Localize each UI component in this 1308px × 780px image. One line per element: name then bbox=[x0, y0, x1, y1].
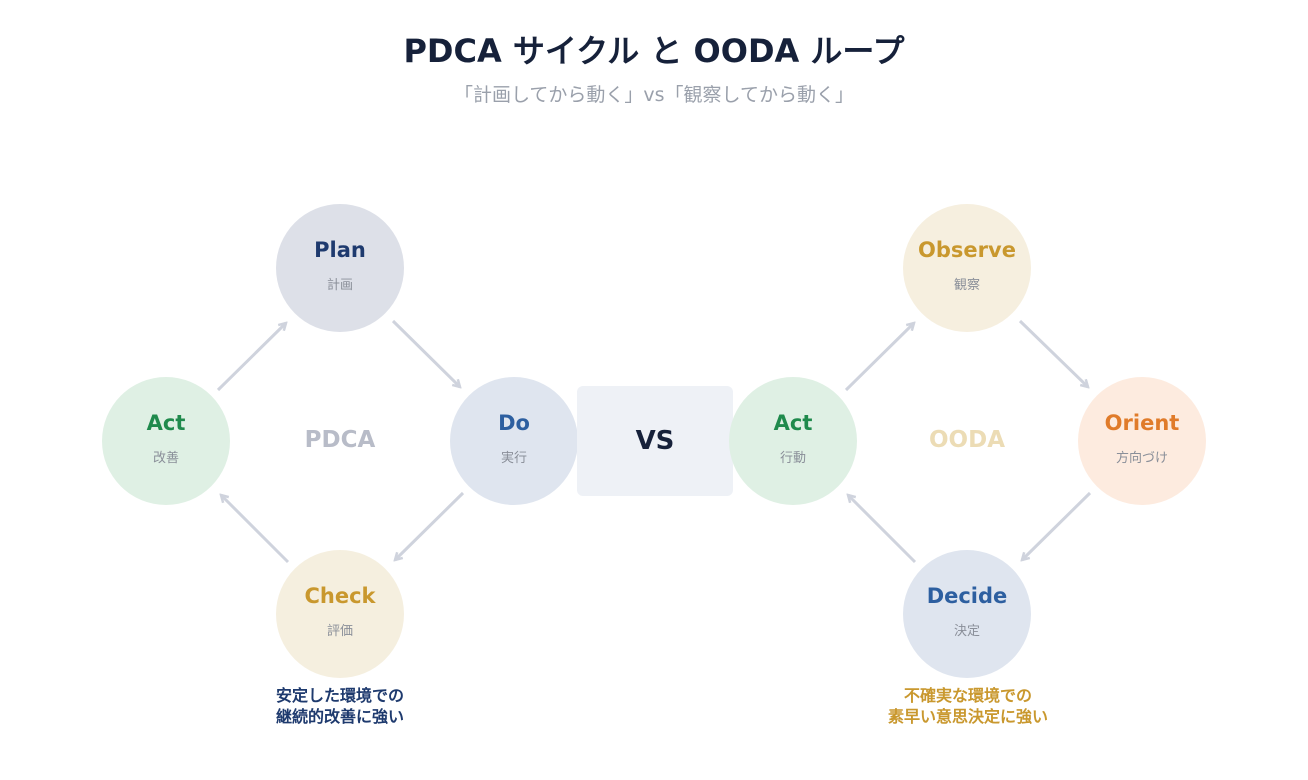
node-subtitle: 観察 bbox=[953, 278, 980, 293]
ooda-node-observe: Observe 観察 bbox=[903, 204, 1031, 332]
arrow-orient-decide bbox=[1022, 491, 1092, 560]
ooda-node-orient: Orient 方向づけ bbox=[1078, 377, 1206, 505]
node-title: Orient bbox=[1104, 411, 1180, 435]
ooda-node-decide: Decide 決定 bbox=[903, 550, 1031, 678]
vs-badge: VS bbox=[577, 386, 733, 496]
node-title: Act bbox=[773, 411, 813, 435]
node-title: Do bbox=[498, 411, 530, 435]
page-title: PDCA サイクル と OODA ループ bbox=[403, 32, 905, 70]
ooda-center-label: OODA bbox=[929, 427, 1005, 453]
node-title: Plan bbox=[314, 238, 366, 262]
node-subtitle: 評価 bbox=[326, 624, 353, 639]
node-title: Observe bbox=[918, 238, 1016, 262]
node-subtitle: 方向づけ bbox=[1115, 451, 1168, 466]
arrow-observe-orient bbox=[1018, 319, 1088, 387]
node-subtitle: 計画 bbox=[326, 278, 353, 293]
pdca-node-do: Do 実行 bbox=[450, 377, 578, 505]
node-title: Act bbox=[146, 411, 186, 435]
arrow-do-check bbox=[395, 491, 465, 560]
node-subtitle: 決定 bbox=[953, 624, 980, 639]
ooda-note: 不確実な環境での素早い意思決定に強い bbox=[818, 685, 1118, 727]
arrow-act-observe bbox=[844, 323, 914, 392]
node-title: Check bbox=[304, 584, 376, 608]
note-line: 不確実な環境での bbox=[903, 686, 1032, 705]
arrow-plan-do bbox=[391, 319, 460, 387]
pdca-node-act: Act 改善 bbox=[102, 377, 230, 505]
node-subtitle: 行動 bbox=[779, 451, 806, 466]
note-line: 安定した環境での bbox=[275, 686, 404, 705]
node-subtitle: 改善 bbox=[152, 451, 179, 466]
pdca-note: 安定した環境での継続的改善に強い bbox=[190, 685, 490, 727]
node-subtitle: 実行 bbox=[500, 451, 527, 466]
note-line: 素早い意思決定に強い bbox=[887, 707, 1048, 726]
arrow-act-plan bbox=[216, 323, 286, 392]
ooda-node-act: Act 行動 bbox=[729, 377, 857, 505]
page-subtitle: 「計画してから動く」vs「観察してから動く」 bbox=[453, 84, 854, 106]
arrow-decide-act bbox=[848, 495, 917, 564]
pdca-center-label: PDCA bbox=[304, 427, 376, 453]
arrow-check-act bbox=[221, 495, 290, 564]
note-line: 継続的改善に強い bbox=[275, 707, 404, 726]
pdca-node-plan: Plan 計画 bbox=[276, 204, 404, 332]
pdca-node-check: Check 評価 bbox=[276, 550, 404, 678]
node-title: Decide bbox=[926, 584, 1008, 608]
